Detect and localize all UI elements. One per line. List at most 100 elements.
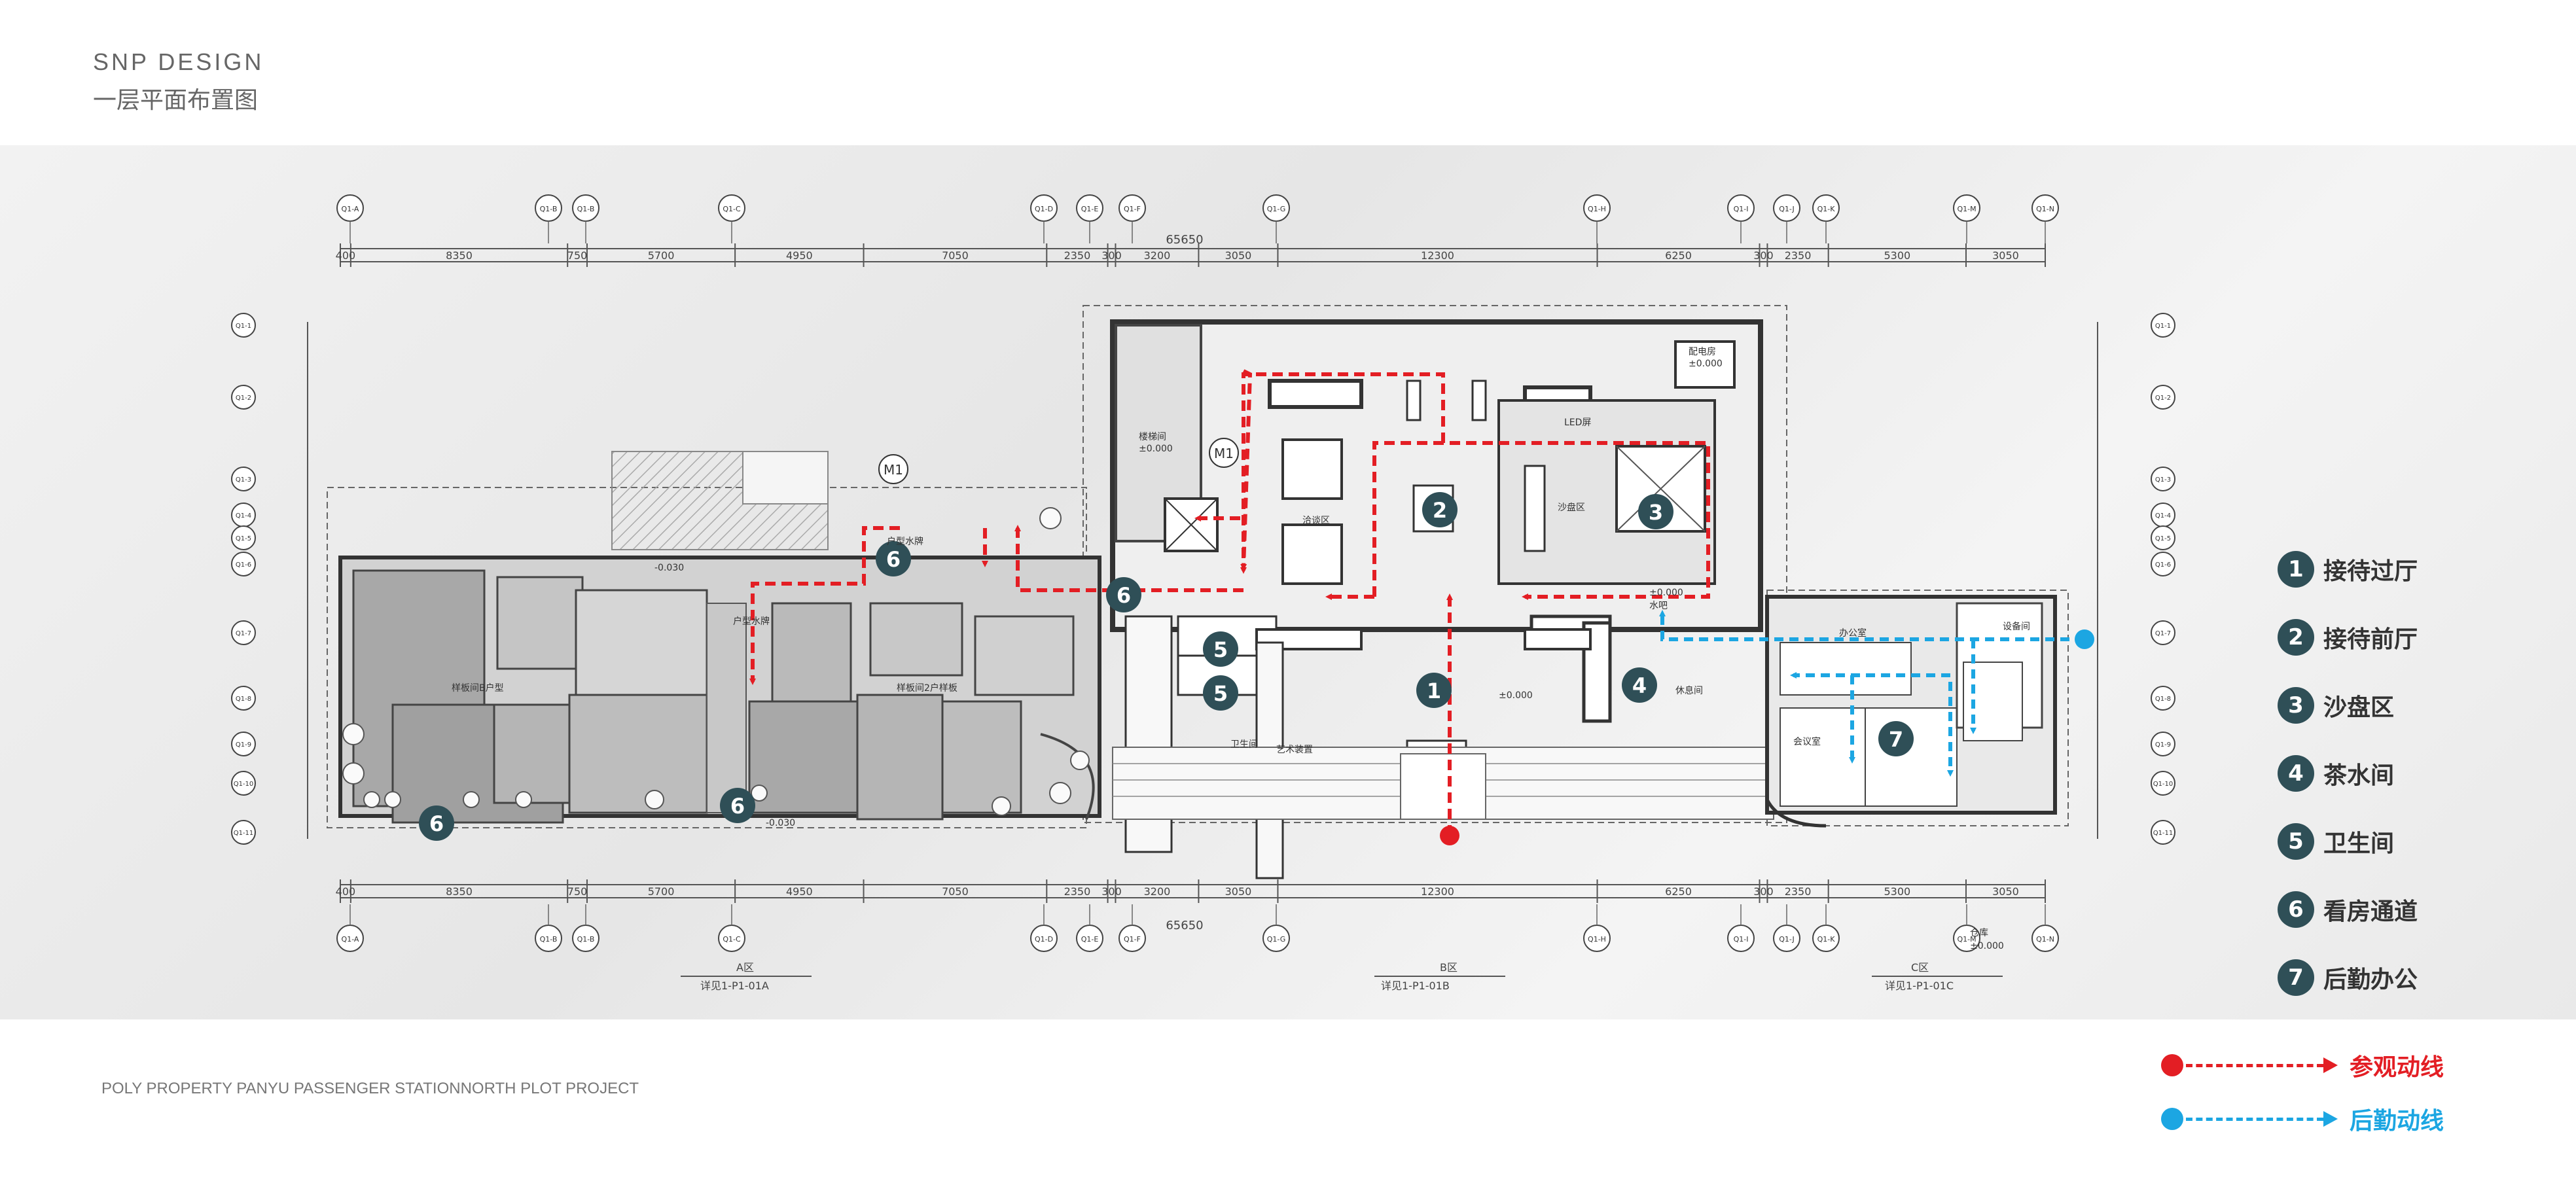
- dimension-label-top: 3050: [1992, 249, 2019, 262]
- grid-bubble: Q1-C: [718, 925, 745, 952]
- legend-label: 接待过厅: [2323, 558, 2418, 585]
- grid-bubble: Q1-3: [231, 467, 256, 491]
- svg-text:Q1-8: Q1-8: [2155, 696, 2171, 703]
- svg-text:Q1-H: Q1-H: [1588, 205, 1606, 213]
- grid-bubble: Q1-M: [1953, 194, 1980, 222]
- dimension-label-bottom: 300: [1101, 885, 1122, 898]
- svg-text:M1: M1: [1214, 446, 1234, 461]
- floor-plan: Q1-AQ1-AQ1-BQ1-BQ1-BQ1-BQ1-CQ1-CQ1-DQ1-D…: [231, 194, 2175, 992]
- brand-name: SNP DESIGN: [93, 48, 264, 75]
- dimension-label-bottom: 2350: [1785, 885, 1812, 898]
- elevation-label: ±0.000: [1649, 588, 1683, 598]
- dimension-label-top: 8350: [446, 249, 473, 262]
- svg-text:Q1-1: Q1-1: [2155, 323, 2171, 330]
- svg-text:Q1-B: Q1-B: [577, 935, 595, 944]
- grid-bubble: Q1-N: [2031, 194, 2059, 222]
- svg-text:Q1-D: Q1-D: [1035, 205, 1053, 213]
- svg-text:Q1-1: Q1-1: [236, 323, 251, 330]
- staff-route-arrow: [2323, 1111, 2338, 1127]
- svg-text:M1: M1: [884, 462, 903, 478]
- room-label: 会议室: [1793, 736, 1821, 747]
- room-label: 户型水牌: [733, 616, 770, 627]
- visitor-route-paths: [749, 369, 1710, 836]
- dimension-label-bottom: 12300: [1421, 885, 1454, 898]
- svg-text:1: 1: [1427, 679, 1441, 703]
- room-label: 户型水牌: [887, 536, 923, 547]
- svg-text:Q1-M: Q1-M: [1957, 205, 1976, 213]
- svg-text:Q1-E: Q1-E: [1081, 205, 1099, 213]
- grid-bubble: Q1-8: [231, 686, 256, 711]
- area-marker: 5: [1203, 675, 1238, 711]
- legend-item: 2 接待前厅: [2278, 619, 2418, 656]
- door-tag: M1: [1209, 438, 1239, 468]
- grid-bubble: Q1-K: [1812, 925, 1840, 952]
- legend-item: 4 茶水间: [2278, 755, 2394, 792]
- svg-text:Q1-5: Q1-5: [236, 535, 251, 542]
- svg-text:Q1-K: Q1-K: [1817, 935, 1836, 944]
- dimension-label-bottom: 750: [567, 885, 588, 898]
- svg-text:2: 2: [1433, 498, 1447, 523]
- dimension-label-top: 3200: [1144, 249, 1171, 262]
- svg-text:7: 7: [1889, 727, 1903, 752]
- show-flat-block: [338, 556, 1101, 824]
- svg-text:Q1-A: Q1-A: [342, 205, 359, 213]
- dimension-label-top: 3050: [1225, 249, 1252, 262]
- svg-text:Q1-11: Q1-11: [234, 830, 254, 837]
- svg-text:6: 6: [730, 794, 745, 819]
- elevation-labels: ±0.000 ±0.000 ±0.000 ±0.000 ±0.000 -0.03…: [654, 359, 2004, 951]
- dimension-label-bottom: 3050: [1992, 885, 2019, 898]
- area-marker: 7: [1878, 721, 1914, 756]
- staff-route-dot: [2161, 1108, 2183, 1130]
- svg-text:Q1-5: Q1-5: [2155, 535, 2171, 542]
- legend-number: 4: [2278, 755, 2314, 792]
- svg-text:Q1-4: Q1-4: [2155, 512, 2171, 520]
- svg-text:Q1-3: Q1-3: [236, 476, 251, 484]
- room-label: 艺术装置: [1276, 745, 1313, 755]
- grid-bubble: Q1-N: [2031, 925, 2059, 952]
- dimension-labels: 4004008350835075075057005700495049507050…: [336, 249, 2019, 898]
- grid-bubble: Q1-10: [231, 771, 256, 796]
- elevation-label: -0.030: [766, 818, 795, 828]
- total-dimension-top: 65650: [1166, 233, 1203, 247]
- shaft-block: [742, 451, 829, 504]
- room-label: 洽谈区: [1302, 516, 1330, 526]
- svg-text:5: 5: [1213, 637, 1228, 662]
- visitor-route-arrow: [2323, 1057, 2338, 1073]
- staff-route-legend: 后勤动线: [2161, 1106, 2444, 1135]
- grid-bubble: Q1-D: [1030, 194, 1058, 222]
- grid-bubble: Q1-B: [535, 194, 562, 222]
- svg-text:Q1-N: Q1-N: [2036, 205, 2054, 213]
- total-dimension-bottom: 65650: [1166, 919, 1203, 932]
- dimension-label-bottom: 400: [336, 885, 356, 898]
- dimension-lines: [307, 248, 2098, 898]
- dimension-ticks: [340, 243, 2046, 903]
- svg-text:Q1-11: Q1-11: [2153, 830, 2174, 837]
- dimension-label-bottom: 2350: [1064, 885, 1091, 898]
- grid-bubble: Q1-11: [2151, 820, 2175, 845]
- svg-text:3: 3: [1649, 500, 1663, 525]
- grid-bubble: Q1-7: [2151, 620, 2175, 645]
- svg-text:Q1-F: Q1-F: [1124, 935, 1141, 944]
- room-label: 样板间B户型: [452, 682, 504, 694]
- room-label: 仓库: [1970, 928, 1988, 938]
- dimension-label-top: 2350: [1064, 249, 1091, 262]
- svg-text:Q1-B: Q1-B: [540, 935, 558, 944]
- area-marker: 6: [720, 788, 755, 823]
- svg-text:6: 6: [429, 811, 444, 836]
- svg-text:Q1-B: Q1-B: [577, 205, 595, 213]
- grid-bubble: Q1-A: [336, 194, 364, 222]
- svg-text:Q1-N: Q1-N: [2036, 935, 2054, 944]
- svg-text:Q1-9: Q1-9: [2155, 741, 2171, 749]
- room-label: 休息间: [1675, 685, 1703, 696]
- svg-text:4: 4: [1632, 673, 1647, 698]
- legend-number: 2: [2278, 619, 2314, 656]
- legend-number: 7: [2278, 959, 2314, 996]
- room-label: 沙盘区: [1558, 502, 1585, 513]
- grid-bubble: Q1-4: [231, 503, 256, 527]
- dimension-label-bottom: 3050: [1225, 885, 1252, 898]
- dimension-label-bottom: 3200: [1144, 885, 1171, 898]
- svg-text:Q1-I: Q1-I: [1734, 935, 1749, 944]
- dimension-label-top: 750: [567, 249, 588, 262]
- grid-bubble: Q1-D: [1030, 925, 1058, 952]
- plants: [342, 507, 1090, 816]
